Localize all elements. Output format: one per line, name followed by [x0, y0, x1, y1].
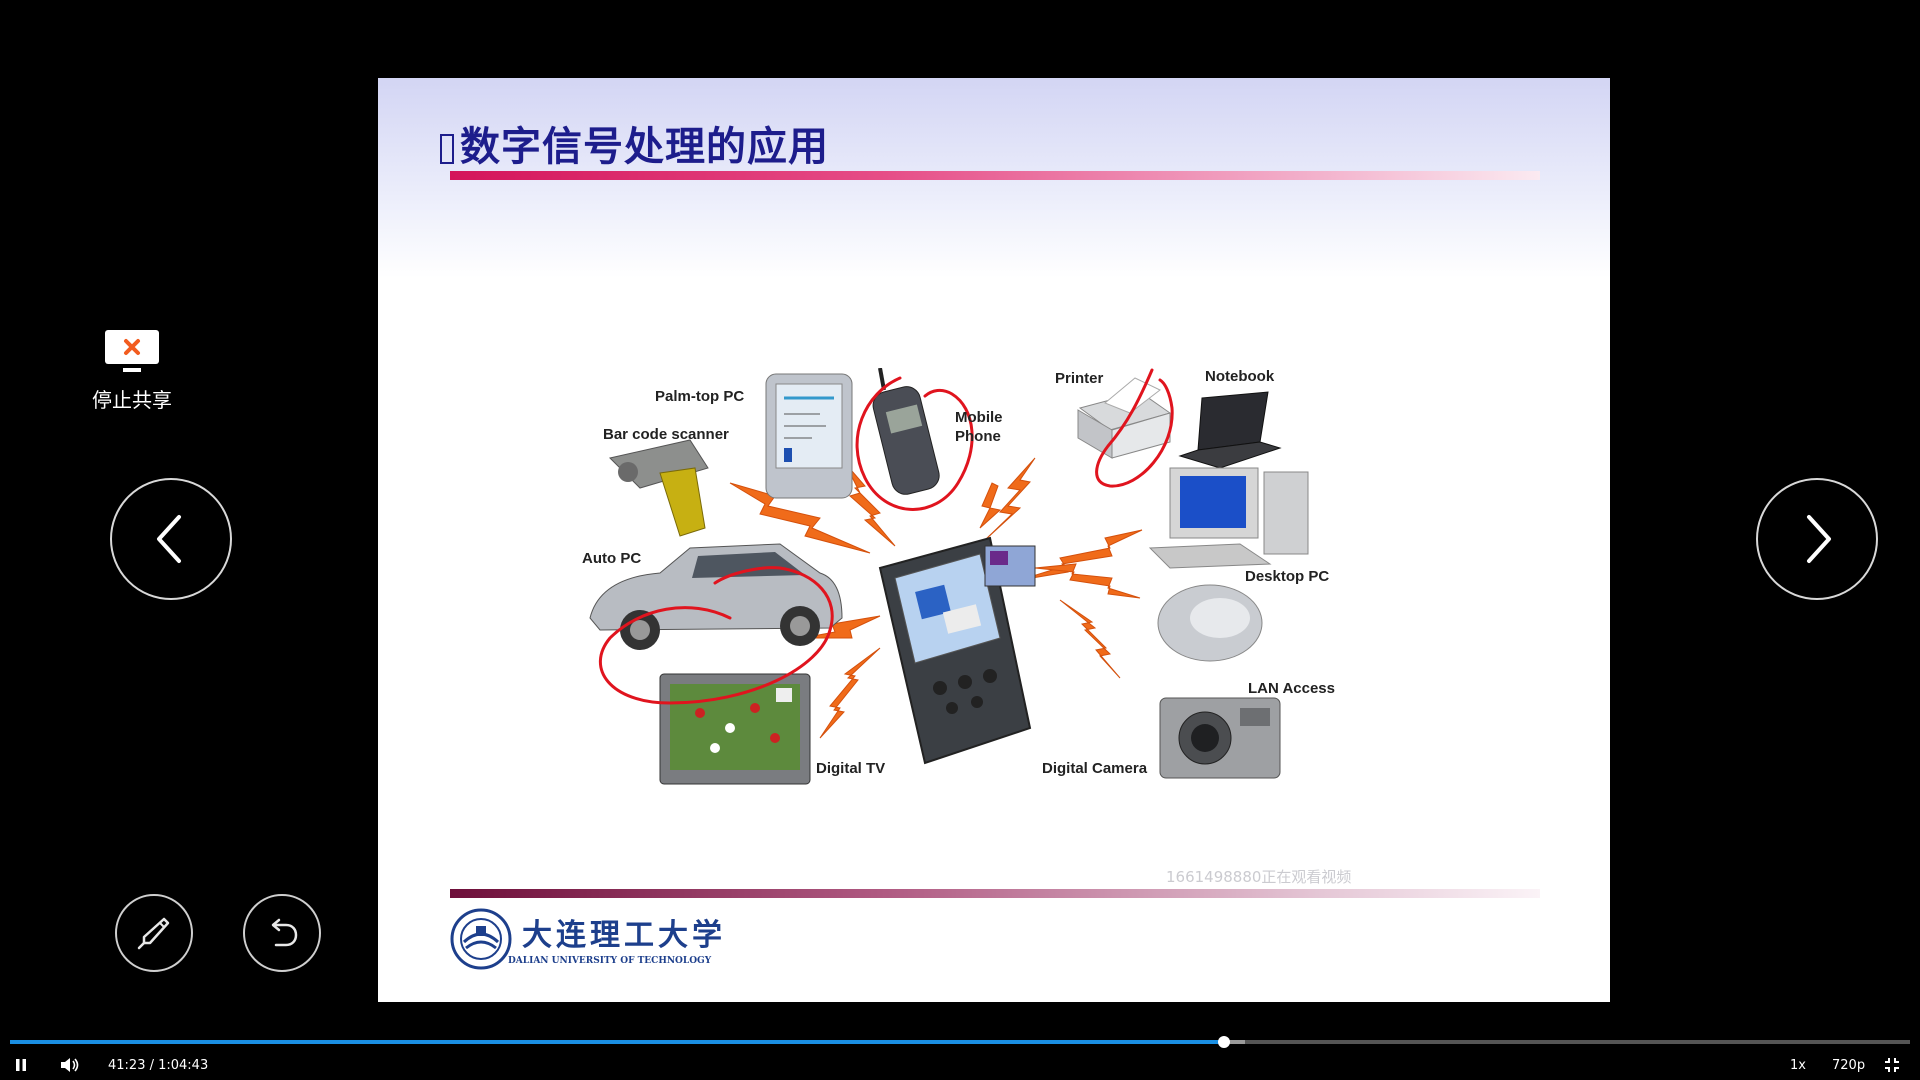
slide-title-text: 数字信号处理的应用	[460, 124, 829, 170]
chevron-right-icon	[1807, 515, 1831, 563]
title-bullet-icon	[440, 134, 454, 164]
label-desktop: Desktop PC	[1245, 568, 1330, 585]
university-logo: 大连理工大学 DALIAN UNIVERSITY OF TECHNOLOGY	[450, 906, 722, 976]
play-pause-button[interactable]	[14, 1050, 36, 1080]
signal-bolt-icon	[801, 615, 881, 639]
title-divider	[450, 171, 1540, 180]
signal-bolt-icon	[819, 647, 881, 739]
stop-share-label: 停止共享	[92, 388, 172, 412]
pen-icon	[137, 917, 170, 950]
footer-divider	[450, 889, 1540, 898]
video-quality-button[interactable]: 720p	[1832, 1057, 1866, 1073]
video-progress-bar[interactable]	[10, 1036, 1910, 1048]
label-mobile: Mobile Phone	[955, 409, 1003, 445]
auto-pc-device	[589, 543, 843, 650]
viewer-watermark: 1661498880正在观看视频	[1166, 868, 1352, 886]
volume-icon	[61, 1058, 79, 1072]
signal-bolt-icon	[1019, 529, 1143, 581]
university-name-en: DALIAN UNIVERSITY OF TECHNOLOGY	[508, 956, 712, 966]
label-palmtop: Palm-top PC	[655, 388, 745, 405]
annotation-circle-mobile	[855, 376, 974, 511]
progress-scrubber-handle[interactable]	[1218, 1036, 1231, 1048]
label-notebook: Notebook	[1205, 368, 1275, 385]
digital-camera-device	[1159, 697, 1281, 779]
signal-bolt-icon	[729, 482, 871, 554]
label-auto: Auto PC	[582, 550, 642, 567]
lan-access-device	[1157, 584, 1263, 662]
chevron-left-icon	[157, 515, 181, 563]
label-lan: LAN Access	[1248, 680, 1335, 697]
label-printer: Printer	[1055, 370, 1104, 387]
diagram-illustration	[589, 367, 1309, 785]
player-controls: 41:23 / 1:04:43 1x 720p	[0, 1050, 1920, 1080]
desktop-pc-device	[1148, 467, 1309, 569]
volume-button[interactable]	[60, 1050, 86, 1080]
university-name-cn: 大连理工大学	[522, 918, 726, 953]
printer-device	[1077, 377, 1172, 459]
notebook-device	[1178, 391, 1282, 469]
label-tv: Digital TV	[816, 760, 886, 777]
undo-icon	[271, 918, 298, 947]
pause-icon	[16, 1059, 26, 1071]
signal-bolt-icon	[844, 462, 896, 547]
stop-share-button[interactable]: 停止共享	[84, 330, 180, 413]
annotation-circle-printer	[1095, 368, 1174, 488]
next-slide-button[interactable]	[1756, 478, 1878, 600]
previous-slide-button[interactable]	[110, 478, 232, 600]
central-pda-device	[878, 536, 1036, 765]
signal-bolt-icon	[979, 482, 1002, 529]
university-seal-icon	[450, 908, 512, 970]
signal-bolt-icon	[1034, 563, 1141, 599]
exit-fullscreen-icon	[1885, 1058, 1899, 1072]
screen-close-icon	[105, 330, 159, 372]
progress-played	[10, 1040, 1225, 1044]
playback-speed-button[interactable]: 1x	[1790, 1057, 1806, 1073]
label-camera: Digital Camera	[1042, 760, 1148, 777]
dsp-applications-diagram: Palm-top PC Bar code scanner Mobile Phon…	[580, 367, 1366, 788]
barcode-scanner-device	[609, 439, 709, 537]
pen-tool-button[interactable]	[115, 894, 193, 972]
exit-fullscreen-button[interactable]	[1884, 1050, 1906, 1080]
signal-bolt-icon	[1059, 599, 1121, 679]
annotation-circle-auto	[598, 566, 834, 705]
label-barcode: Bar code scanner	[603, 426, 729, 443]
mobile-phone-device	[872, 367, 940, 495]
presentation-slide: 数字信号处理的应用	[378, 78, 1610, 1002]
slide-title: 数字信号处理的应用	[440, 114, 829, 172]
digital-tv-device	[659, 673, 811, 785]
palmtop-device	[765, 373, 853, 499]
undo-button[interactable]	[243, 894, 321, 972]
playback-time: 41:23 / 1:04:43	[108, 1057, 209, 1073]
